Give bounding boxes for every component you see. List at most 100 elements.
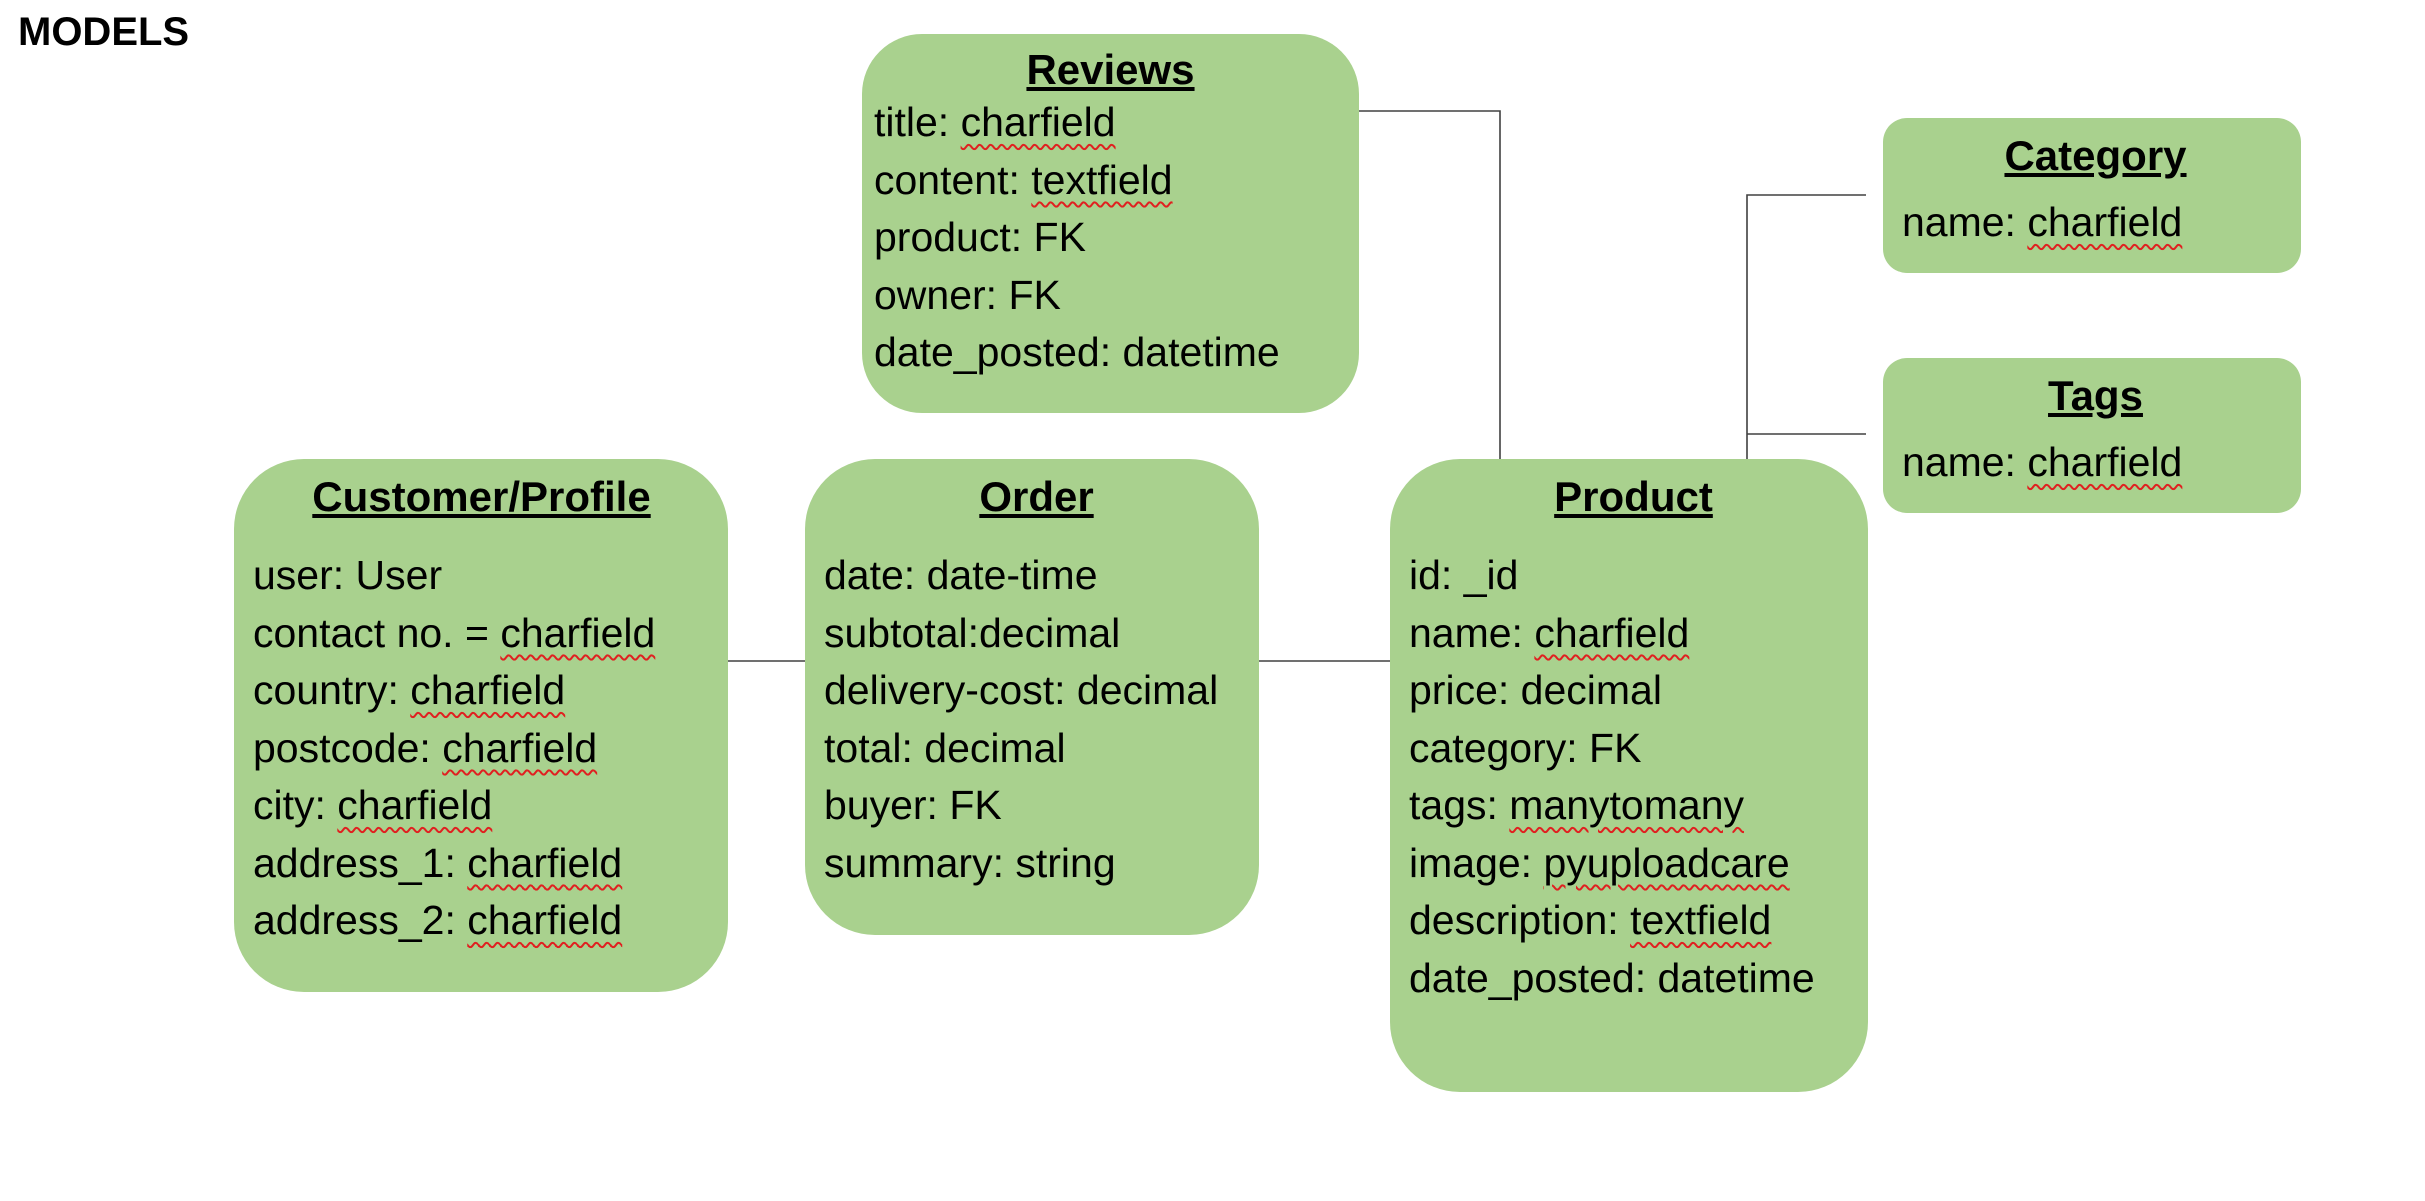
field-name: name:	[1409, 609, 1535, 656]
connector-product-category	[1746, 194, 1866, 459]
field-name: date:	[824, 552, 927, 599]
field-name: address_2:	[253, 897, 468, 944]
field-row: description: textfield	[1409, 892, 1858, 950]
field-row: total: decimal	[824, 720, 1249, 778]
field-row: date: date-time	[824, 547, 1249, 605]
field-row: owner: FK	[874, 267, 1347, 325]
field-row: subtotal:decimal	[824, 605, 1249, 663]
model-box-tags: Tags name: charfield	[1883, 358, 2301, 513]
field-row: buyer: FK	[824, 777, 1249, 835]
model-title: Product	[1554, 473, 1713, 520]
field-row: title: charfield	[874, 94, 1347, 152]
field-type: string	[1015, 839, 1116, 886]
field-list: name: charfield	[1902, 194, 2289, 252]
model-title: Category	[2004, 132, 2187, 179]
field-name: country:	[253, 667, 411, 714]
field-row: content: textfield	[874, 152, 1347, 210]
page-title: MODELS	[18, 10, 190, 54]
field-row: city: charfield	[253, 777, 710, 835]
field-name: summary:	[824, 839, 1016, 886]
field-name: city:	[253, 782, 338, 829]
model-title: Customer/Profile	[312, 473, 651, 520]
field-type: manytomany	[1509, 782, 1744, 829]
field-name: title:	[874, 99, 961, 146]
field-row: image: pyuploadcare	[1409, 835, 1858, 893]
field-type: FK	[1589, 724, 1642, 771]
field-name: delivery-cost:	[824, 667, 1077, 714]
field-row: name: charfield	[1409, 605, 1858, 663]
field-name: owner:	[874, 271, 1009, 318]
field-type: decimal	[924, 724, 1066, 771]
connector-reviews-product	[1359, 110, 1501, 459]
field-row: postcode: charfield	[253, 720, 710, 778]
field-type: _id	[1463, 552, 1519, 599]
field-type: decimal	[979, 609, 1121, 656]
field-row: country: charfield	[253, 662, 710, 720]
field-name: description:	[1409, 897, 1631, 944]
field-name: postcode:	[253, 724, 443, 771]
field-type: charfield	[2027, 199, 2183, 246]
field-name: name:	[1902, 439, 2028, 486]
field-type: charfield	[442, 724, 598, 771]
field-type: charfield	[1534, 609, 1690, 656]
field-type: datetime	[1657, 954, 1815, 1001]
field-row: name: charfield	[1902, 434, 2289, 492]
field-row: category: FK	[1409, 720, 1858, 778]
field-row: tags: manytomany	[1409, 777, 1858, 835]
field-name: id:	[1409, 552, 1464, 599]
field-type: decimal	[1520, 667, 1662, 714]
field-name: address_1:	[253, 839, 468, 886]
field-row: date_posted: datetime	[1409, 950, 1858, 1008]
field-type: date-time	[926, 552, 1098, 599]
model-title: Reviews	[1026, 46, 1195, 93]
field-name: contact no. =	[253, 609, 501, 656]
field-row: delivery-cost: decimal	[824, 662, 1249, 720]
field-name: image:	[1409, 839, 1544, 886]
field-name: tags:	[1409, 782, 1510, 829]
field-row: price: decimal	[1409, 662, 1858, 720]
field-name: total:	[824, 724, 925, 771]
field-name: content:	[874, 156, 1032, 203]
field-type: decimal	[1076, 667, 1219, 714]
field-type: User	[355, 552, 443, 599]
field-row: contact no. = charfield	[253, 605, 710, 663]
field-type: charfield	[500, 609, 656, 656]
field-name: subtotal:	[824, 609, 979, 656]
field-type: pyuploadcare	[1543, 839, 1790, 886]
field-name: product:	[874, 214, 1034, 261]
field-type: datetime	[1122, 329, 1280, 376]
field-type: textfield	[1630, 897, 1772, 944]
field-type: charfield	[2027, 439, 2183, 486]
field-name: price:	[1409, 667, 1521, 714]
field-type: FK	[949, 782, 1002, 829]
field-row: name: charfield	[1902, 194, 2289, 252]
field-type: charfield	[960, 99, 1116, 146]
field-name: date_posted:	[874, 329, 1123, 376]
field-type: FK	[1008, 271, 1061, 318]
field-row: user: User	[253, 547, 710, 605]
field-row: address_1: charfield	[253, 835, 710, 893]
field-name: category:	[1409, 724, 1590, 771]
field-list: name: charfield	[1902, 434, 2289, 492]
field-row: product: FK	[874, 209, 1347, 267]
field-row: address_2: charfield	[253, 892, 710, 950]
model-title: Tags	[2048, 372, 2143, 419]
field-type: FK	[1033, 214, 1086, 261]
model-box-category: Category name: charfield	[1883, 118, 2301, 273]
field-type: charfield	[467, 897, 623, 944]
field-row: summary: string	[824, 835, 1249, 893]
field-type: textfield	[1031, 156, 1173, 203]
field-type: charfield	[337, 782, 493, 829]
field-row: date_posted: datetime	[874, 324, 1347, 382]
field-name: date_posted:	[1409, 954, 1658, 1001]
field-row: id: _id	[1409, 547, 1858, 605]
field-name: buyer:	[824, 782, 950, 829]
